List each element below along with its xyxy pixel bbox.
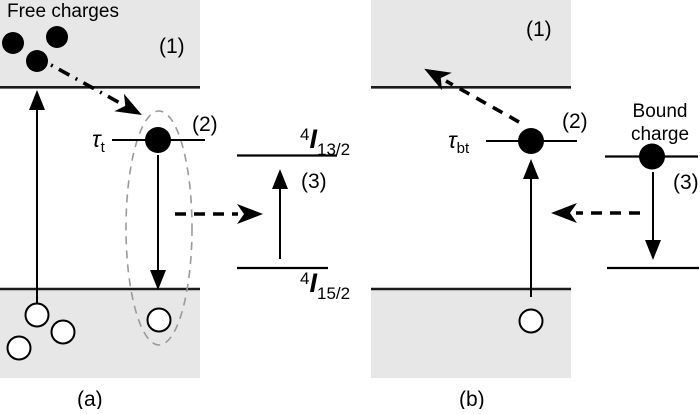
process-3-label-a: (3) — [301, 170, 327, 193]
process-2-label-b: (2) — [562, 110, 588, 133]
bound-charge-label-line1: Bound — [633, 101, 688, 122]
electron-dot — [2, 32, 24, 54]
trapped-electron-dot-b — [518, 128, 544, 154]
process-1-label-a: (1) — [159, 35, 185, 58]
er-lower-term: I — [309, 268, 317, 298]
erbium-lower-level-label: 4I15/2 — [300, 268, 350, 303]
hole-dot — [6, 335, 32, 361]
free-charges-label: Free charges — [7, 1, 119, 22]
tau-symbol: τ — [92, 126, 102, 152]
panel-a-caption: (a) — [77, 388, 103, 409]
trapped-electron-dot-a — [145, 127, 171, 153]
er-upper-term: I — [309, 124, 317, 154]
valence-band-b — [371, 290, 571, 378]
electron-dot — [26, 50, 48, 72]
panel-b: (1) (2) (3) τbt Bound charge (b) — [371, 0, 699, 411]
back-transfer-lifetime-label: τbt — [448, 127, 470, 157]
valence-band-a — [0, 290, 200, 378]
hole-dot — [518, 308, 544, 334]
er-upper-superscript: 4 — [300, 125, 309, 144]
tau-subscript: t — [101, 139, 106, 156]
er-lower-subscript: 15/2 — [317, 284, 350, 303]
hole-dot — [146, 307, 172, 333]
bound-charge-label-line2: charge — [631, 124, 689, 145]
process-1-label-b: (1) — [526, 18, 552, 41]
electron-dot — [46, 26, 68, 48]
bound-charge-dot — [639, 143, 665, 170]
tau-subscript: bt — [457, 140, 470, 157]
conduction-band-a — [0, 0, 200, 86]
hole-dot — [24, 302, 50, 328]
process-2-label-a: (2) — [192, 113, 218, 136]
panel-a: Free charges (1) (2) (3) τt 4I13/2 4I15/… — [0, 0, 350, 411]
trap-lifetime-label: τt — [92, 126, 106, 156]
detrapping-arrow — [424, 68, 520, 124]
erbium-upper-level-label: 4I13/2 — [300, 124, 350, 159]
er-lower-superscript: 4 — [300, 269, 309, 288]
hole-dot — [50, 319, 76, 345]
tau-symbol: τ — [448, 127, 458, 153]
process-3-label-b: (3) — [673, 171, 699, 194]
conduction-band-b — [371, 0, 571, 86]
panel-b-caption: (b) — [459, 388, 485, 409]
recombination-ellipse — [125, 110, 193, 346]
trap-capture-arrow — [50, 63, 142, 116]
er-upper-subscript: 13/2 — [317, 140, 350, 159]
